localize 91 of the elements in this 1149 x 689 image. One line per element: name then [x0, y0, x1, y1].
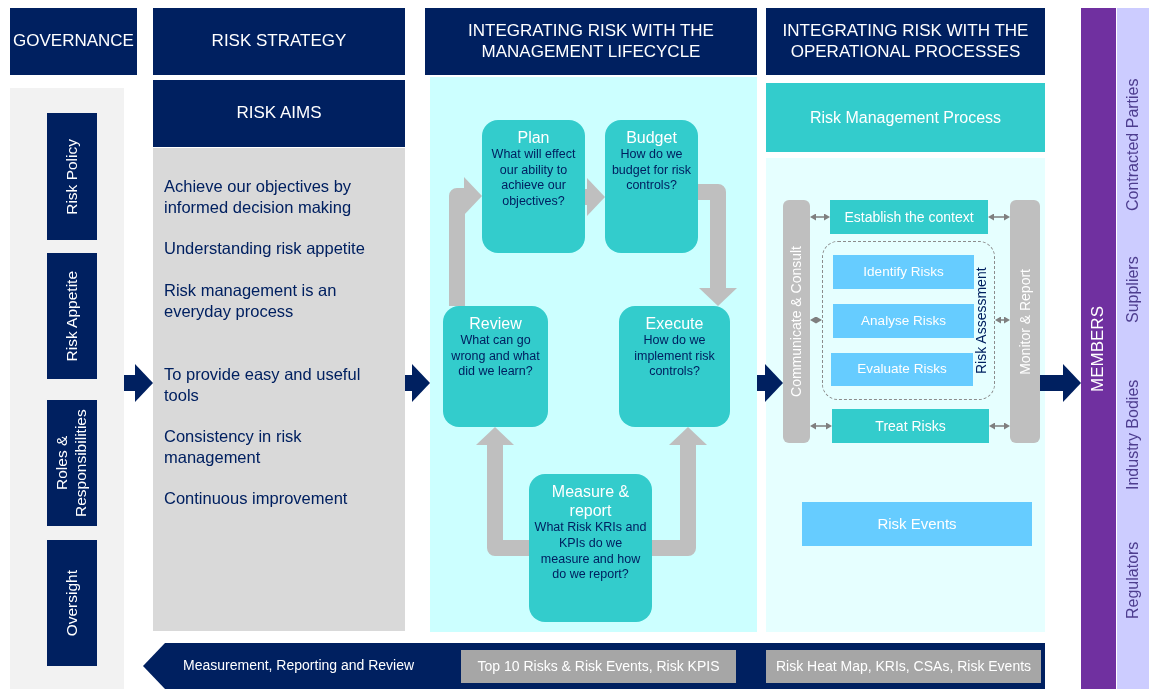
block-arrow — [652, 427, 707, 556]
double-arrow — [988, 422, 1011, 430]
band-label: Industry Bodies — [1123, 378, 1142, 493]
block-arrow — [698, 184, 737, 306]
step-label: Establish the context — [844, 208, 974, 226]
label-box — [47, 540, 97, 666]
label-text: Risk Appetite — [62, 270, 81, 362]
panel — [430, 77, 757, 632]
double-arrow — [994, 316, 1011, 324]
double-arrow — [809, 213, 831, 221]
band-label: Contracted Parties — [1123, 77, 1142, 214]
block-arrow — [757, 364, 783, 402]
header-text: Risk Management Process — [808, 107, 1003, 128]
header-text: INTEGRATING RISK WITH THE OPERATIONAL PROCESSES — [781, 21, 1030, 62]
side-band — [1081, 8, 1116, 689]
step-label: Analyse Risks — [861, 312, 946, 330]
step-box — [833, 304, 974, 338]
header-bar — [425, 8, 757, 75]
label-text: Risk Policy — [62, 138, 81, 215]
group-outline — [822, 241, 995, 400]
block-arrow — [124, 364, 153, 402]
step-label: Treat Risks — [875, 417, 946, 435]
step-question: What will effect our ability to achieve our objectives? — [490, 147, 577, 210]
step-box — [832, 409, 989, 443]
header-text: RISK AIMS — [235, 103, 323, 124]
step-box — [830, 200, 988, 234]
vertical-bar — [1010, 200, 1040, 443]
box-label: Top 10 Risks & Risk Events, Risk KPIS — [477, 658, 720, 675]
block-arrow — [1040, 364, 1081, 402]
list-item: Consistency in risk management — [164, 426, 303, 469]
side-band — [1117, 8, 1149, 689]
panel — [10, 88, 124, 689]
info-box — [766, 650, 1041, 683]
banner-text: Measurement, Reporting and Review — [183, 657, 415, 674]
step-label: Identify Risks — [863, 263, 944, 281]
bar-label: Communicate & Consult — [788, 246, 805, 397]
header-text: GOVERNANCE — [12, 31, 135, 52]
double-arrow — [987, 213, 1011, 221]
arrow-banner — [143, 643, 1045, 689]
header-text: RISK STRATEGY — [210, 31, 348, 52]
block-arrow — [405, 364, 430, 402]
header-text: INTEGRATING RISK WITH THE MANAGEMENT LIFECYCLE — [467, 21, 715, 62]
header-bar — [766, 83, 1045, 152]
vertical-bar — [783, 200, 810, 443]
header-bar — [153, 8, 405, 75]
block-arrow — [585, 178, 605, 216]
band-label: MEMBERS — [1088, 305, 1109, 392]
step-title: Execute — [645, 314, 704, 334]
label-box — [47, 113, 97, 240]
box-label: Risk Events — [877, 515, 957, 533]
step-box — [831, 353, 973, 386]
process-box — [619, 306, 730, 427]
label-text: Roles & Responsibilities — [53, 408, 90, 519]
band-label: Regulators — [1123, 540, 1142, 621]
process-box — [529, 474, 652, 622]
step-question: What Risk KRIs and KPIs do we measure and how do we report? — [533, 520, 648, 583]
process-box — [605, 120, 698, 253]
header-bar — [153, 80, 405, 147]
block-arrow — [476, 427, 529, 556]
process-box — [482, 120, 585, 253]
panel — [153, 148, 405, 631]
list-item: Understanding risk appetite — [164, 238, 366, 259]
info-box — [461, 650, 736, 683]
block-arrow — [449, 177, 482, 306]
step-question: What can go wrong and what did we learn? — [450, 333, 541, 381]
step-box — [833, 255, 974, 289]
process-box — [443, 306, 548, 427]
step-title: Measure & report — [550, 482, 631, 521]
header-bar — [766, 8, 1045, 75]
step-title: Budget — [626, 128, 677, 148]
step-question: How do we implement risk controls? — [633, 333, 716, 381]
double-arrow — [809, 316, 823, 324]
label-text: Oversight — [62, 569, 81, 637]
step-title: Review — [469, 314, 522, 334]
header-bar — [10, 8, 137, 75]
list-item: Continuous improvement — [164, 488, 349, 509]
list-item: Risk management is an everyday process — [164, 280, 338, 323]
list-item: To provide easy and useful tools — [164, 364, 362, 407]
group-label: Risk Assessment — [973, 266, 990, 377]
panel — [766, 158, 1045, 632]
label-box — [47, 400, 97, 526]
step-title: Plan — [517, 128, 550, 148]
step-label: Evaluate Risks — [857, 361, 947, 378]
info-box — [802, 502, 1032, 546]
double-arrow — [809, 422, 833, 430]
bar-label: Monitor & Report — [1016, 268, 1034, 375]
band-label: Suppliers — [1123, 255, 1142, 326]
label-box — [47, 253, 97, 379]
box-label: Risk Heat Map, KRIs, CSAs, Risk Events — [775, 658, 1032, 675]
step-question: How do we budget for risk controls? — [610, 147, 693, 195]
list-item: Achieve our objectives by informed decision making — [164, 176, 353, 219]
